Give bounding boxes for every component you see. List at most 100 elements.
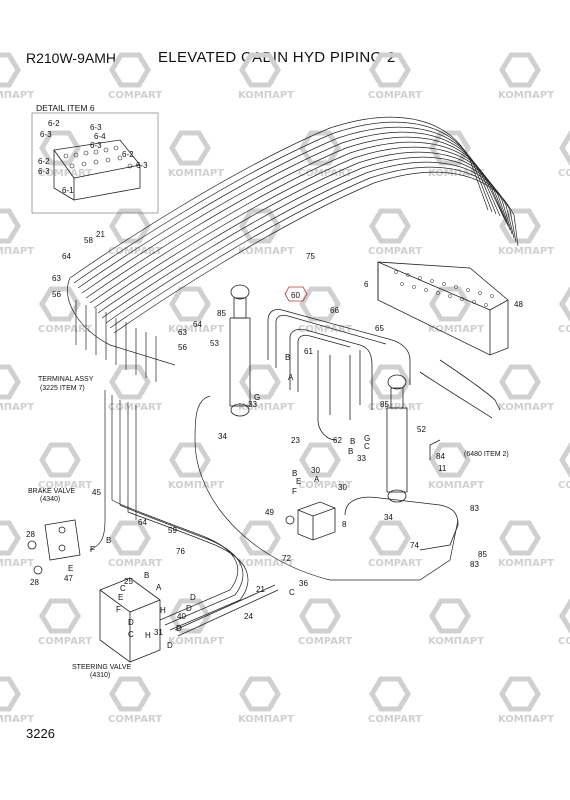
part-callout: 75 [306,252,315,261]
watermark-text: COMPART [38,168,92,179]
watermark-tile: KOMПAPT [498,208,554,257]
watermark-tile: COMPART [298,286,352,335]
watermark-tile: KOMПAPT [168,598,224,647]
watermark-tile: COMPART [558,286,570,335]
lift-cylinder-left [229,284,251,417]
watermark-tile: KOMПAPT [498,364,554,413]
terminal-assy-ref: (3225 ITEM 7) [40,385,85,392]
part-callout: 6-3 [90,123,102,132]
watermark-text: KOMПAPT [238,402,294,413]
watermark-text: KOMПAPT [0,90,34,101]
watermark-tile: KOMПAPT [0,676,34,725]
watermark-text: COMPART [368,558,422,569]
watermark-tile: COMPART [298,130,352,179]
part-callout: 66 [330,306,339,315]
part-callout: 83 [470,504,479,513]
watermark-tile: COMPART [558,130,570,179]
watermark-text: COMPART [298,480,352,491]
part-callout: A [156,583,162,592]
item-6480-ref: (6480 ITEM 2) [464,451,509,458]
watermark-tile: COMPART [368,52,422,101]
watermark-text: KOMПAPT [428,636,484,647]
watermark-text: COMPART [368,90,422,101]
part-callout: C [120,584,126,593]
watermark-tile: KOMПAPT [0,208,34,257]
part-callout: A [288,373,294,382]
watermark-text: COMPART [108,558,162,569]
part-callout: 34 [218,432,227,441]
part-callout: 25 [124,577,133,586]
watermark-tile: KOMПAPT [168,130,224,179]
watermark-text: KOMПAPT [238,246,294,257]
part-callout: 47 [64,574,73,583]
watermark-tile: COMPART [368,520,422,569]
watermark-tile: COMPART [298,598,352,647]
part-callout: 62 [333,436,342,445]
watermark-text: KOMПAPT [498,714,554,725]
part-callout: 56 [178,343,187,352]
watermark-text: COMPART [38,636,92,647]
watermark-text: KOMПAPT [168,480,224,491]
part-callout: 58 [84,236,93,245]
part-callout: 84 [436,452,445,461]
part-callout: 64 [62,252,71,261]
part-callout: E [296,477,301,486]
part-callout: 64 [138,518,147,527]
watermark-text: COMPART [298,636,352,647]
part-callout: 85 [217,309,226,318]
hose-bundle-upper [69,116,519,334]
watermark-tile: KOMПAPT [238,208,294,257]
watermark-tile: COMPART [368,676,422,725]
watermark-tile: KOMПAPT [238,520,294,569]
steering-valve [99,577,161,663]
watermark-tile: COMPART [38,442,92,491]
part-callout: E [118,593,123,602]
part-callout: B [144,571,149,580]
watermark-text: COMPART [368,246,422,257]
part-callout: H [145,631,151,640]
watermark-text: KOMПAPT [0,714,34,725]
watermark-tile: KOMПAPT [168,286,224,335]
watermark-tile: COMPART [38,598,92,647]
part-callout: 6-2 [48,119,60,128]
detail-inset [31,112,159,214]
part-callout: 21 [96,230,105,239]
part-callout: D [176,624,182,633]
part-callout: B [350,437,355,446]
part-callout: C [289,588,295,597]
part-callout: B [285,353,290,362]
part-callout: 48 [514,300,523,309]
part-callout: B [292,469,297,478]
watermark-text: COMPART [108,714,162,725]
part-callout: F [292,487,297,496]
watermark-tile: COMPART [558,442,570,491]
watermark-text: COMPART [298,324,352,335]
watermark-tile: COMPART [108,520,162,569]
part-callout: 23 [291,436,300,445]
watermark-text: KOMПAPT [238,558,294,569]
part-callout: 11 [438,464,447,473]
part-callout: 30 [338,483,347,492]
valve-block-8 [285,501,336,541]
watermark-text: KOMПAPT [428,324,484,335]
watermark-text: KOMПAPT [168,636,224,647]
part-callout: B [348,447,353,456]
watermark-tile: COMPART [38,130,92,179]
part-callout: 76 [176,547,185,556]
watermark-text: COMPART [108,402,162,413]
lift-cylinder-right [386,374,408,503]
part-callout: 6-3 [38,167,50,176]
part-callout: 6-2 [122,150,134,159]
watermark-text: COMPART [558,324,570,335]
part-callout: 28 [30,578,39,587]
part-callout: 21 [256,585,265,594]
watermark-tile: KOMПAPT [0,520,34,569]
diagram-model-code: R210W-9AMH [26,50,116,66]
part-callout: D [167,641,173,650]
part-callout: 59 [168,526,177,535]
part-callout: C [364,442,370,451]
watermark-tile: KOMПAPT [0,52,34,101]
part-callout: 36 [299,579,308,588]
part-callout: D [190,593,196,602]
